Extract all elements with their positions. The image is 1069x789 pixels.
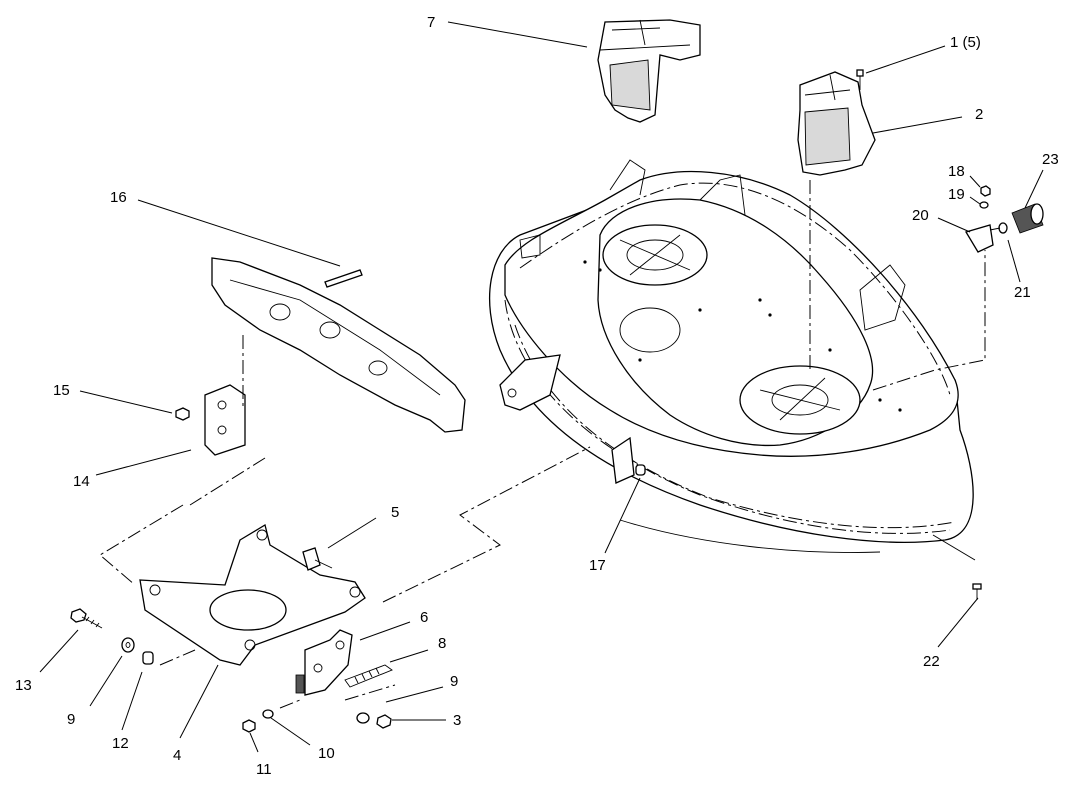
bracket-part-14 xyxy=(204,384,246,456)
screw-part-22 xyxy=(972,583,982,600)
bolt-part-1 xyxy=(856,69,864,90)
nut-part-18 xyxy=(980,185,991,197)
callout-18: 18 xyxy=(948,163,965,180)
mounting-plate-part-4 xyxy=(139,523,366,666)
washer-part-10 xyxy=(262,709,274,719)
callout-7: 7 xyxy=(427,14,435,31)
washer-part-9-left xyxy=(121,637,135,653)
bolt-part-3 xyxy=(376,714,392,729)
spacer-part-12 xyxy=(142,651,154,665)
callout-2: 2 xyxy=(975,106,983,123)
callout-6: 6 xyxy=(420,609,428,626)
washer-part-9-right xyxy=(356,712,370,724)
callout-23: 23 xyxy=(1042,151,1059,168)
callout-13: 13 xyxy=(15,677,32,694)
mower-deck-housing xyxy=(488,159,974,553)
callout-12: 12 xyxy=(112,735,129,752)
callout-5: 5 xyxy=(391,504,399,521)
callout-10: 10 xyxy=(318,745,335,762)
callout-11: 11 xyxy=(256,761,272,778)
callout-8: 8 xyxy=(438,635,446,652)
bracket-part-6 xyxy=(295,629,353,696)
callout-9-left: 9 xyxy=(67,711,75,728)
bracket-part-20 xyxy=(965,224,994,253)
stud-part-5 xyxy=(302,547,333,571)
callout-16: 16 xyxy=(110,189,127,206)
spring-part-8 xyxy=(344,664,393,688)
discharge-chute-part-7 xyxy=(597,19,701,123)
washer-part-19 xyxy=(979,201,989,209)
lift-arm-part-16 xyxy=(211,257,466,433)
callout-14: 14 xyxy=(73,473,90,490)
bracket-part-17 xyxy=(611,436,646,484)
callout-1: 1 (5) xyxy=(950,34,981,51)
callout-19: 19 xyxy=(948,186,965,203)
callout-15: 15 xyxy=(53,382,70,399)
callout-3: 3 xyxy=(453,712,461,729)
bolt-part-13 xyxy=(70,608,103,629)
nut-part-15 xyxy=(175,407,190,421)
fitting-part-23 xyxy=(1011,203,1044,234)
leader-lines xyxy=(39,21,1044,753)
assembly-lines xyxy=(99,180,1001,709)
callout-22: 22 xyxy=(923,653,940,670)
nut-part-11 xyxy=(242,719,256,733)
callout-labels: 7 1 (5) 2 18 19 20 23 21 16 15 14 5 17 6… xyxy=(15,14,1059,778)
callout-9-right: 9 xyxy=(450,673,458,690)
callout-17: 17 xyxy=(589,557,606,574)
washer-part-21 xyxy=(998,222,1008,234)
callout-4: 4 xyxy=(173,747,181,764)
callout-20: 20 xyxy=(912,207,929,224)
discharge-chute-part-2 xyxy=(797,71,876,176)
callout-21: 21 xyxy=(1014,284,1031,301)
